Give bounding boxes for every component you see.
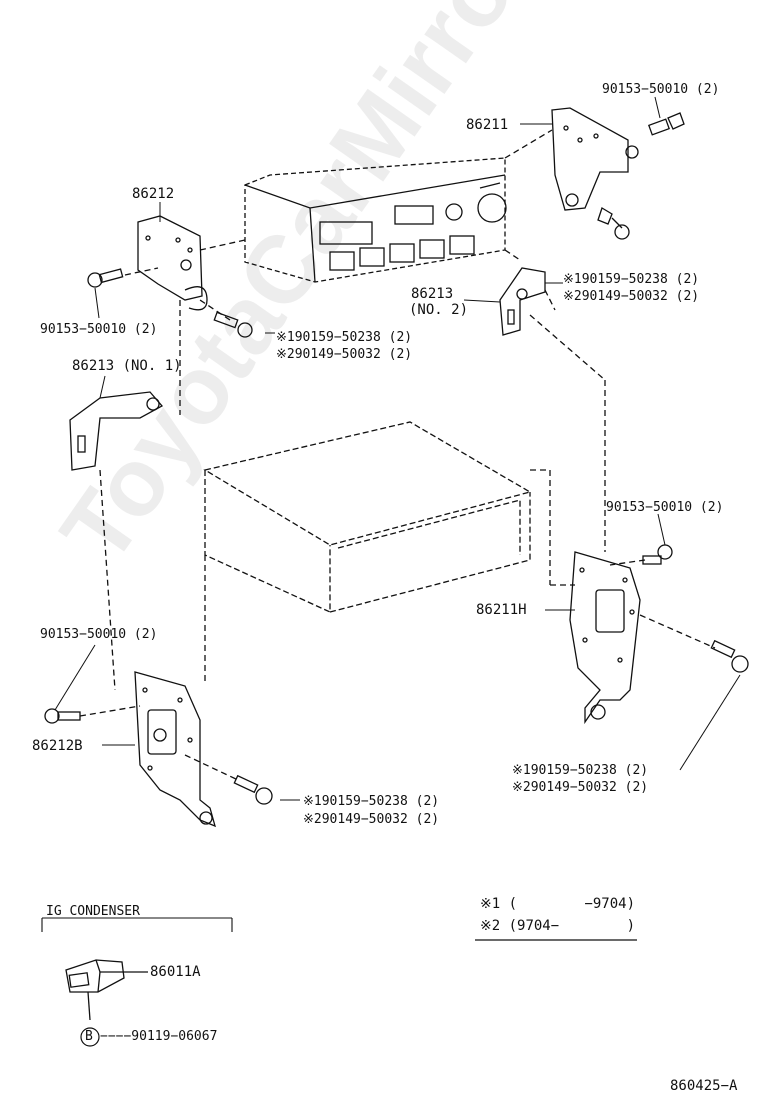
part-label-86212: 86212 bbox=[132, 186, 175, 202]
part-label-90153-left: 90153−50010 (2) bbox=[40, 322, 158, 337]
leader-lines bbox=[54, 96, 741, 801]
ig-condenser-title: IG CONDENSER bbox=[46, 904, 140, 919]
part-label-86212b: 86212B bbox=[32, 738, 83, 754]
bracket-86213-no1 bbox=[69, 391, 164, 471]
part-label-90153-top-right: 90153−50010 (2) bbox=[602, 82, 720, 97]
part-label-90153-left-bottom: 90153−50010 (2) bbox=[40, 627, 158, 642]
mounting-box bbox=[203, 421, 532, 614]
bolt-icon bbox=[213, 311, 253, 338]
part-label-86011a: 86011A bbox=[150, 964, 201, 980]
part-label-86211: 86211 bbox=[466, 117, 509, 133]
ig-condenser-frame bbox=[41, 917, 233, 932]
part-label-90149-lower-left-line2: ※290149−50032 (2) bbox=[303, 812, 440, 827]
legend-row-2: ※2 (9704− ) bbox=[480, 918, 636, 934]
bolt-icon bbox=[597, 207, 630, 240]
part-label-90149-lower-right-line2: ※290149−50032 (2) bbox=[512, 780, 649, 795]
part-label-90159-lower-left-line1: ※190159−50238 (2) bbox=[303, 794, 440, 809]
part-label-90153-right-mid: 90153−50010 (2) bbox=[606, 500, 724, 515]
bolt-marker-circle bbox=[80, 1027, 100, 1047]
bracket-86211h bbox=[569, 551, 641, 725]
bolt-icon bbox=[87, 268, 124, 288]
bolt-icon bbox=[710, 639, 749, 673]
part-label-86213-no1: 86213 (NO. 1) bbox=[72, 358, 182, 374]
bolt-icon bbox=[647, 112, 685, 136]
part-label-90159-right-line1: ※190159−50238 (2) bbox=[563, 272, 700, 287]
bracket-86211 bbox=[551, 107, 639, 211]
diagram-id: 860425−A bbox=[670, 1078, 738, 1094]
assembly-lines bbox=[79, 129, 716, 781]
part-label-90159-lower-right-line1: ※190159−50238 (2) bbox=[512, 763, 649, 778]
legend-row-1: ※1 ( −9704) bbox=[480, 896, 636, 912]
part-label-86211h: 86211H bbox=[476, 602, 527, 618]
part-label-90149-upper-line2: ※290149−50032 (2) bbox=[276, 347, 413, 362]
bolt-icon bbox=[233, 774, 273, 805]
part-label-90159-upper-line1: ※190159−50238 (2) bbox=[276, 330, 413, 345]
bracket-86212b bbox=[134, 671, 216, 828]
condenser-icon bbox=[65, 959, 148, 1021]
part-label-90119: −−−−90119−06067 bbox=[100, 1029, 218, 1044]
part-label-90149-right-line2: ※290149−50032 (2) bbox=[563, 289, 700, 304]
bracket-86213-no2 bbox=[499, 267, 546, 336]
part-label-86213-no2: 86213 bbox=[411, 286, 454, 302]
bracket-86212 bbox=[137, 215, 208, 311]
part-label-86213-no2-suffix: (NO. 2) bbox=[409, 302, 469, 318]
bolt-marker-letter: B bbox=[85, 1029, 93, 1044]
